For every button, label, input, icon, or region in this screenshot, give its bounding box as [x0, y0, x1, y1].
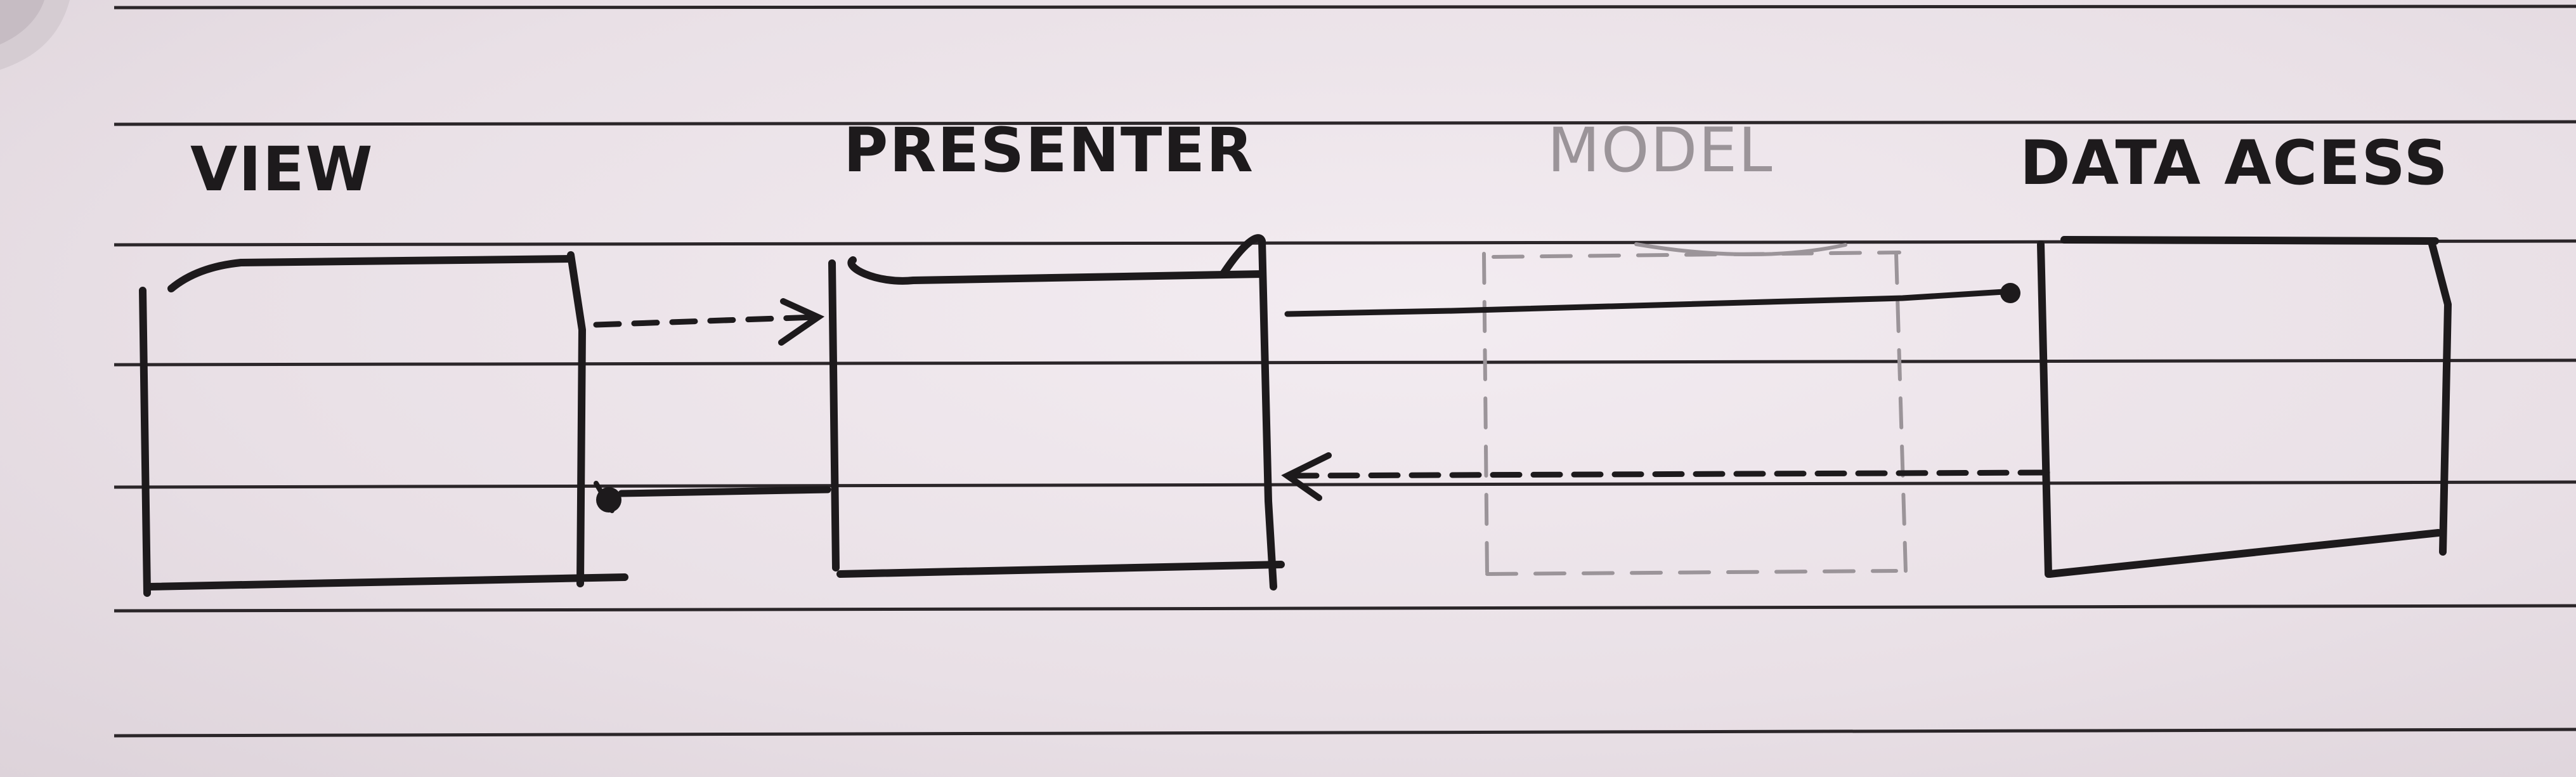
ruled-lines: [114, 4, 2576, 738]
presenter-to-data-access-connector: [1284, 283, 2020, 317]
model-box: [1482, 242, 1908, 576]
data-access-label: DATA ACESS: [2020, 127, 2449, 199]
presenter-to-view-connector: [594, 481, 831, 513]
presenter-label: PRESENTER: [843, 115, 1254, 186]
presenter-box: [828, 234, 1285, 591]
ruled-line: [114, 604, 2576, 613]
data-access-box: [2037, 236, 2452, 578]
ruled-line: [114, 480, 2576, 489]
ruled-line: [114, 728, 2576, 738]
ruled-line: [114, 358, 2576, 367]
view-to-presenter-arrow: [593, 298, 825, 346]
ruled-line: [114, 120, 2576, 126]
view-label: VIEW: [190, 134, 374, 205]
ruled-line: [114, 4, 2576, 10]
data-access-to-presenter-arrow: [1281, 452, 2050, 501]
model-label: MODEL: [1547, 115, 1773, 186]
view-box: [139, 251, 628, 597]
binder-hole: [0, 0, 70, 70]
